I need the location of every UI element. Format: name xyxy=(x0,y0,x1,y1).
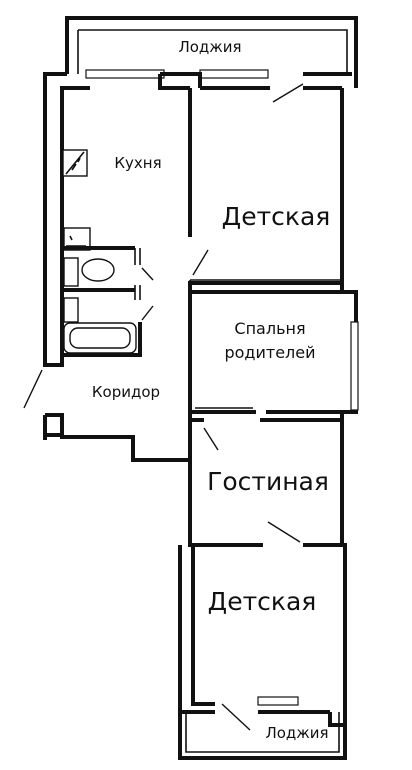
door-swing-loggia xyxy=(272,83,304,103)
washbasin-icon xyxy=(63,297,79,323)
toilet-tank-icon xyxy=(63,257,79,287)
entrance-door-swing xyxy=(23,369,43,409)
toilet-icon xyxy=(81,258,115,282)
door-swing-bath xyxy=(141,305,154,321)
label-kids-room-bottom: Детская xyxy=(208,587,317,616)
door-swing-kids-bottom xyxy=(267,521,301,543)
bottom-loggia xyxy=(178,712,347,760)
parents-bedroom xyxy=(190,290,359,414)
label-parents-bedroom-1: Спальня xyxy=(234,319,305,338)
door-swing-loggia-bottom xyxy=(221,703,251,731)
window-top-left xyxy=(85,69,165,79)
living-room xyxy=(188,418,345,547)
top-loggia xyxy=(65,16,358,103)
window-kids-bottom xyxy=(257,696,299,706)
label-parents-bedroom-2: родителей xyxy=(224,343,315,362)
label-loggia-bottom: Лоджия xyxy=(265,724,328,742)
kids-room-bottom xyxy=(178,545,330,731)
door-swing-kids-top xyxy=(192,249,209,276)
label-corridor: Коридор xyxy=(92,383,160,401)
door-swing-living xyxy=(203,427,219,451)
label-loggia-top: Лоджия xyxy=(178,38,241,56)
kids-room-top xyxy=(188,86,342,420)
bathroom-block xyxy=(62,257,154,357)
label-kitchen: Кухня xyxy=(114,154,161,172)
window-top-right xyxy=(199,69,269,79)
kitchen-area xyxy=(62,88,192,265)
window-bedroom xyxy=(350,321,359,411)
door-swing-toilet xyxy=(141,267,154,281)
label-living-room: Гостиная xyxy=(207,467,329,496)
label-kids-room-top: Детская xyxy=(222,202,331,231)
